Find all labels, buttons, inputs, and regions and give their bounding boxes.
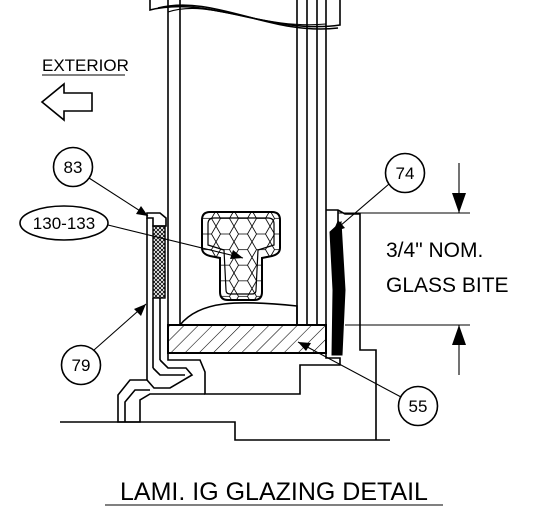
exterior-sash — [60, 212, 390, 441]
callout-79-text: 79 — [72, 356, 91, 375]
callout-83: 83 — [52, 146, 149, 217]
interior-gasket — [329, 220, 346, 356]
exterior-label: EXTERIOR — [42, 56, 129, 75]
glass-unit — [149, 0, 341, 325]
exterior-arrow-icon — [40, 82, 93, 122]
callout-74-text: 74 — [396, 164, 415, 183]
callout-130-133-text: 130-133 — [33, 214, 95, 233]
callout-130-133: 130-133 — [19, 205, 244, 259]
callout-79: 79 — [60, 303, 147, 386]
secondary-seal — [179, 301, 298, 326]
setting-block — [167, 324, 327, 354]
glass-bite-dimension — [338, 163, 470, 375]
glass-bite-line2: GLASS BITE — [386, 274, 509, 297]
callout-83-text: 83 — [64, 158, 83, 177]
glass-bite-line1: 3/4" NOM. — [386, 239, 483, 262]
callout-55-text: 55 — [409, 397, 428, 416]
callout-55: 55 — [297, 341, 439, 427]
callout-74: 74 — [332, 152, 426, 233]
detail-title: LAMI. IG GLAZING DETAIL — [120, 478, 428, 506]
spacer — [201, 211, 281, 301]
